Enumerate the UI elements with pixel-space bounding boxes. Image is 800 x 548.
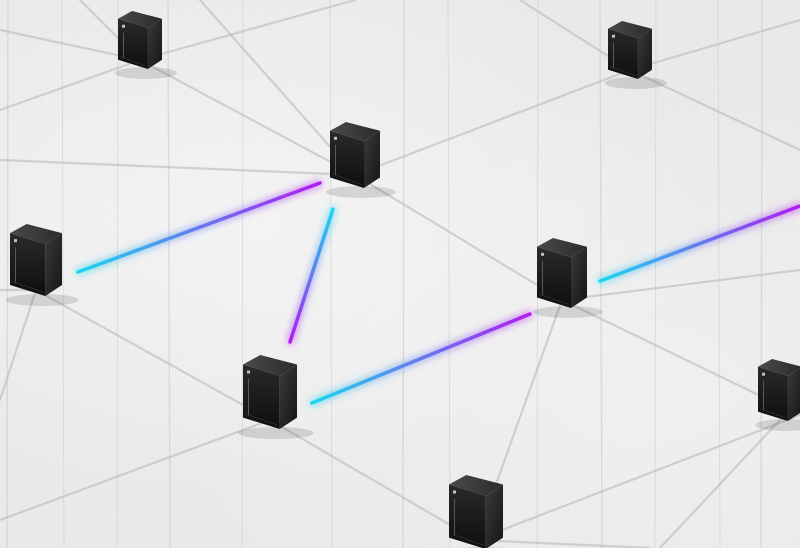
server-tower-icon bbox=[238, 355, 314, 439]
power-led bbox=[14, 239, 17, 243]
server-tower-icon bbox=[449, 475, 503, 548]
glow-link bbox=[76, 181, 322, 274]
power-led bbox=[247, 370, 250, 374]
vertical-streak bbox=[241, 0, 244, 548]
server-tower-icon bbox=[605, 21, 667, 89]
glow-link bbox=[310, 312, 532, 405]
server-tower-icon bbox=[5, 224, 79, 306]
power-led bbox=[453, 490, 456, 494]
glow-link bbox=[598, 204, 800, 283]
vertical-streak bbox=[116, 0, 119, 548]
power-led bbox=[122, 24, 125, 28]
glow-links bbox=[76, 181, 800, 405]
mesh-line bbox=[474, 413, 800, 542]
vertical-streak bbox=[61, 0, 65, 548]
mesh-line bbox=[628, 18, 800, 72]
vertical-streak bbox=[402, 0, 405, 548]
power-led bbox=[334, 136, 337, 140]
glow-link bbox=[288, 207, 335, 344]
mesh-line bbox=[628, 68, 800, 152]
server-tower-icon bbox=[533, 238, 603, 318]
vertical-streak bbox=[654, 0, 657, 548]
mesh-line bbox=[198, 0, 357, 177]
mesh-line bbox=[658, 418, 782, 548]
power-led bbox=[541, 252, 544, 256]
mesh-line bbox=[0, 288, 38, 402]
power-led bbox=[762, 372, 765, 376]
mesh-line bbox=[474, 538, 652, 548]
mesh-line bbox=[0, 418, 272, 522]
vertical-streak bbox=[447, 0, 451, 548]
mesh-line bbox=[268, 418, 478, 542]
server-tower-icon bbox=[326, 122, 396, 198]
mesh-line bbox=[0, 58, 142, 112]
mesh-line bbox=[353, 173, 564, 302]
mesh-line bbox=[560, 268, 800, 302]
server-tower-icon bbox=[115, 11, 177, 79]
vertical-streak bbox=[599, 0, 603, 548]
mesh-line bbox=[138, 58, 357, 177]
mesh-line bbox=[0, 158, 357, 177]
mesh-line bbox=[34, 288, 272, 422]
vertical-streak bbox=[717, 0, 721, 548]
server-tower-icon bbox=[755, 359, 800, 431]
power-led bbox=[612, 34, 615, 38]
servers-layer bbox=[5, 11, 800, 548]
mesh-line bbox=[353, 68, 632, 177]
mesh-line bbox=[138, 0, 357, 62]
mesh-line bbox=[0, 28, 142, 62]
vertical-streak bbox=[6, 0, 9, 548]
